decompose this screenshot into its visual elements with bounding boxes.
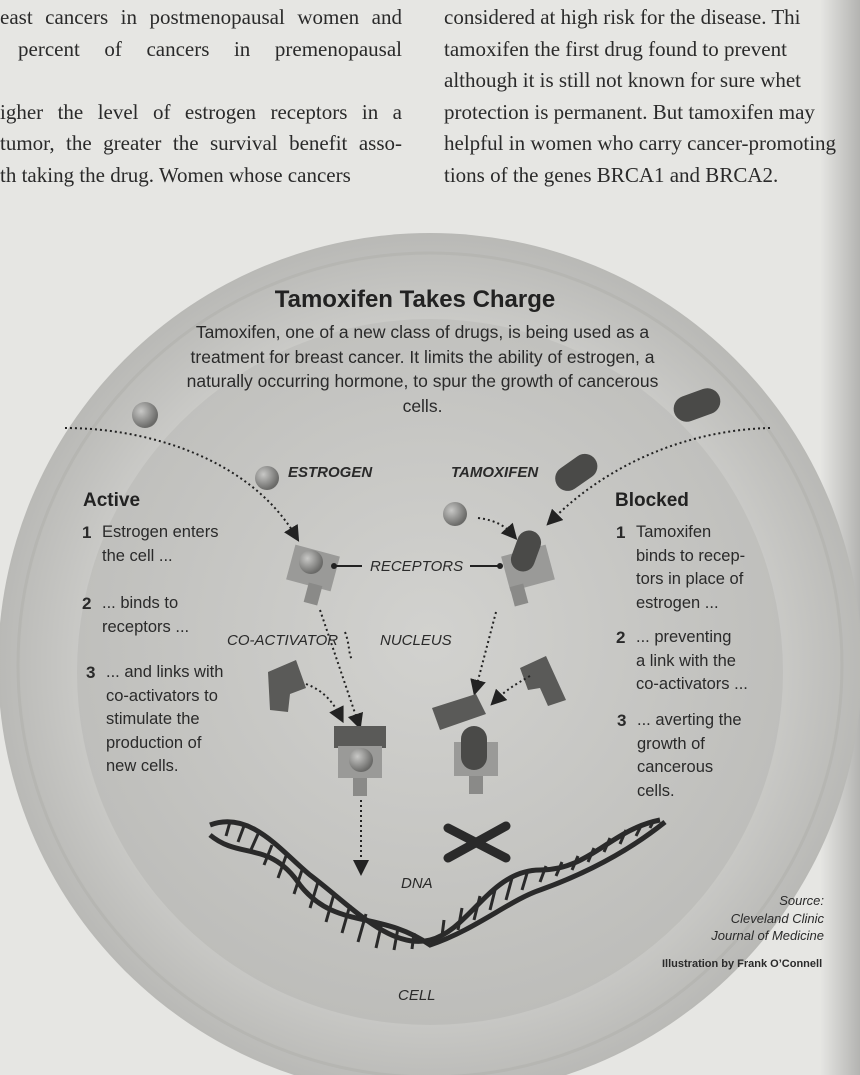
dna-label: DNA	[401, 875, 433, 892]
active-heading: Active	[83, 490, 141, 511]
blocked-complex	[432, 694, 498, 794]
body-text-line: tamoxifen the first drug found to preven…	[444, 36, 787, 61]
receptors-label: RECEPTORS	[370, 558, 464, 575]
step-text: Estrogen enters the cell ...	[102, 523, 219, 565]
step-text: Tamoxifen binds to recep- tors in place …	[636, 523, 746, 612]
estrogen-entry-path	[64, 427, 300, 542]
source-line-1: Cleveland Clinic	[730, 910, 824, 926]
body-text-right-column: considered at high risk for the disease.…	[444, 2, 860, 191]
step-number: 3	[617, 711, 627, 730]
body-text-line: considered at high risk for the disease.…	[444, 5, 801, 29]
tamoxifen-molecule	[673, 388, 721, 422]
step-text: ... averting the growth of cancerous cel…	[637, 711, 742, 800]
co-activator-pointer	[344, 631, 353, 661]
active-receptor	[286, 544, 340, 606]
figure-title: Tamoxifen Takes Charge	[274, 286, 556, 313]
cell-membrane-ring	[16, 251, 844, 1075]
step-text: ... preventing a link with the co-activa…	[636, 628, 748, 693]
step-number: 1	[616, 523, 626, 542]
blocked-step-1: 1 Tamoxifen binds to recep- tors in plac…	[616, 521, 746, 615]
active-step-3: 3 ... and links with co-activators to st…	[86, 661, 224, 779]
blocked-step-3: 3 ... averting the growth of cancerous c…	[617, 709, 742, 803]
body-text-line: east cancers in postmenopausal women and	[0, 5, 402, 29]
estrogen-rejected-path	[477, 517, 518, 541]
body-text-line: th taking the drug. Women whose cancers	[0, 162, 351, 187]
step-number: 2	[82, 594, 92, 613]
body-text-line: tions of the genes BRCA1 and BRCA2.	[444, 162, 779, 187]
blocked-path-to-nucleus	[470, 611, 497, 696]
step-text: ... binds to receptors ...	[102, 594, 190, 636]
co-activator-right	[520, 656, 566, 706]
source-note: Source: Cleveland Clinic Journal of Medi…	[711, 892, 824, 945]
excluded-estrogen	[443, 502, 467, 526]
source-label: Source:	[779, 893, 824, 908]
body-text-line: igher the level of estrogen receptors in…	[0, 99, 402, 124]
illustration-credit: Illustration by Frank O’Connell	[662, 958, 823, 970]
tamoxifen-legend-icon	[555, 453, 598, 491]
body-text-line: helpful in women who carry cancer-promot…	[444, 131, 837, 155]
blocked-step-2: 2 ... preventing a link with the co-acti…	[616, 626, 748, 697]
co-activator-right-path	[490, 675, 531, 706]
tamoxifen-entry-path	[546, 427, 771, 526]
receptor-pointer-dot-left	[331, 563, 337, 569]
estrogen-legend-icon	[255, 466, 279, 490]
step-number: 2	[616, 628, 626, 647]
source-line-2: Journal of Medicine	[711, 928, 824, 943]
estrogen-molecule	[132, 402, 158, 428]
cell-label: CELL	[398, 987, 436, 1004]
receptor-pointer-dot-right	[497, 563, 503, 569]
active-step-2: 2 ... binds to receptors ...	[82, 592, 190, 639]
blocked-x-mark	[443, 821, 511, 863]
figure-intro: Tamoxifen, one of a new class of drugs, …	[186, 322, 659, 416]
blocked-receptor	[501, 530, 555, 607]
body-text-line: percent of cancers in premenopausal	[18, 36, 402, 61]
body-text-line: tumor, the greater the survival benefit …	[0, 131, 402, 155]
nucleus-label: NUCLEUS	[380, 632, 452, 649]
body-text-left-column: east cancers in postmenopausal women and…	[0, 2, 402, 191]
active-complex	[334, 726, 386, 796]
step-number: 3	[86, 663, 96, 682]
estrogen-label: ESTROGEN	[288, 464, 373, 481]
step-text: ... and links with co-activators to stim…	[106, 663, 224, 775]
tamoxifen-label: TAMOXIFEN	[451, 464, 539, 481]
step-number: 1	[82, 523, 92, 542]
blocked-heading: Blocked	[615, 490, 689, 511]
active-step-1: 1 Estrogen enters the cell ...	[82, 521, 219, 568]
co-activator-label: CO-ACTIVATOR	[227, 632, 339, 649]
body-text-line: protection is permanent. But tamoxifen m…	[444, 99, 815, 124]
co-activator-left	[268, 660, 306, 712]
dna-helix	[208, 817, 667, 951]
body-text-line: although it is still not known for sure …	[444, 68, 801, 92]
